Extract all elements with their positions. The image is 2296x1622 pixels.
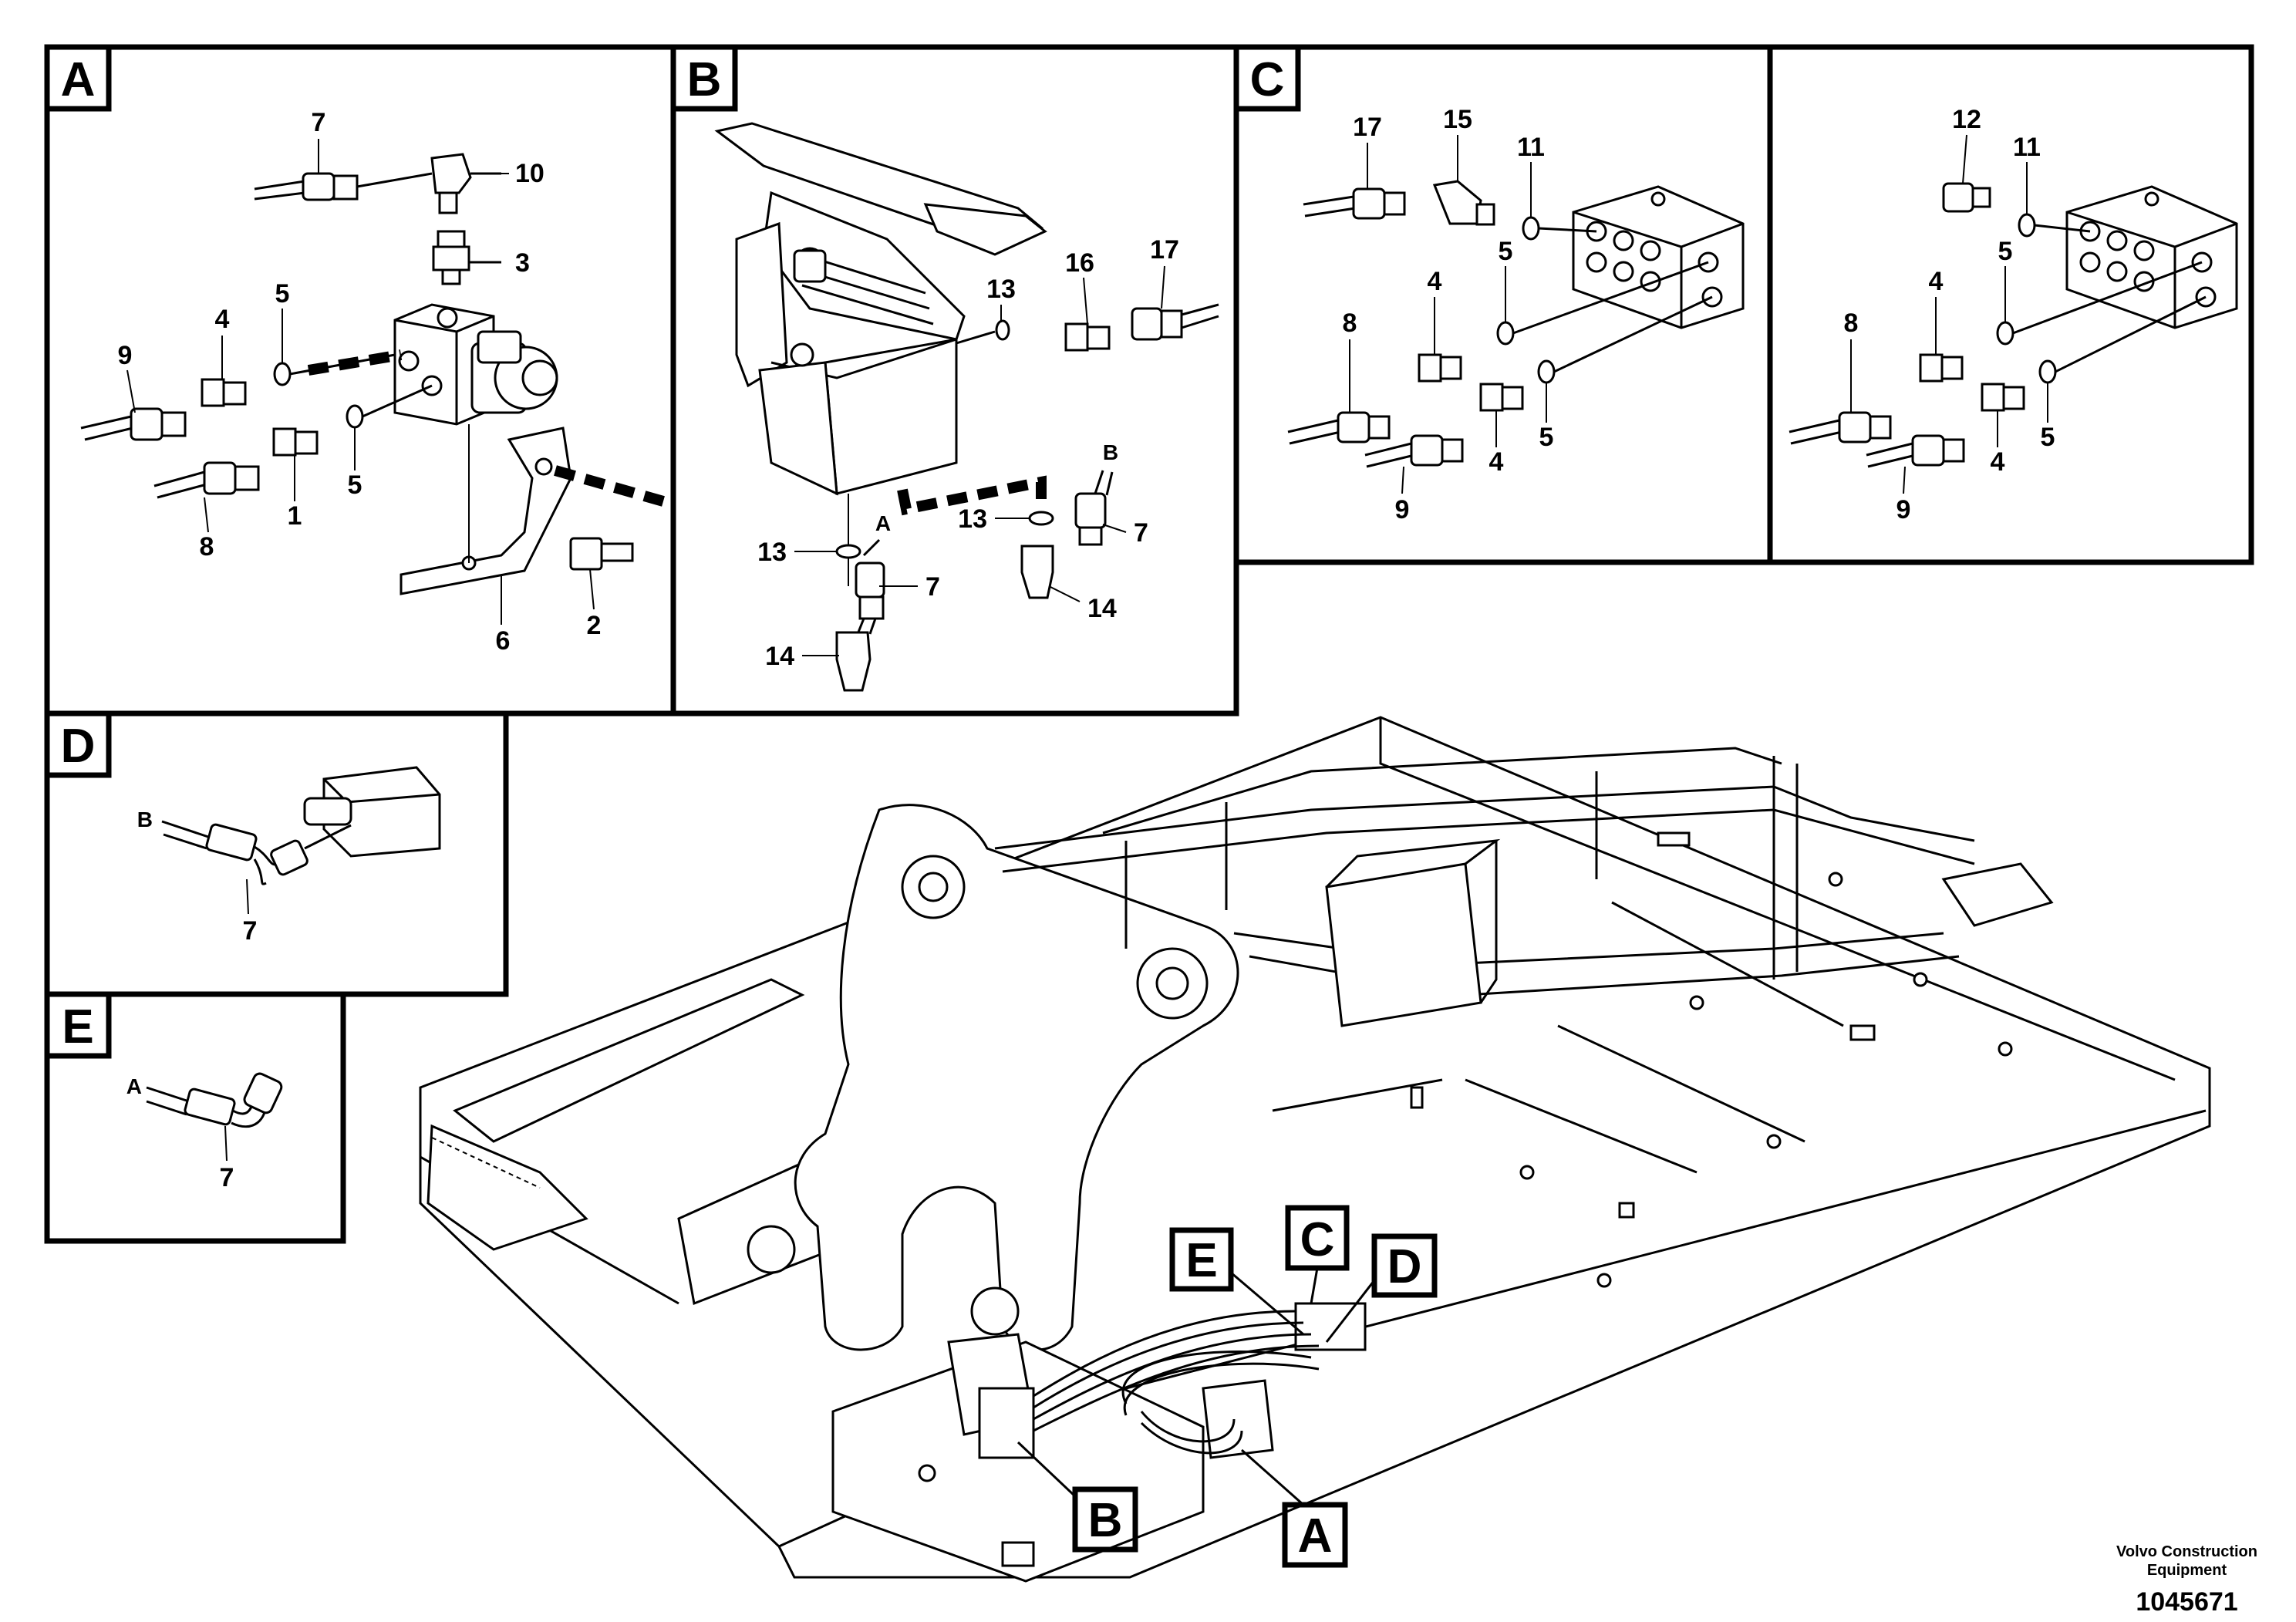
panel-c: C — [1233, 44, 1773, 565]
callout-c2-5-top: 5 — [1998, 237, 2013, 266]
letter-d-b: B — [137, 808, 153, 831]
callout-a-2: 2 — [587, 611, 602, 640]
panel-b: B — [670, 44, 1239, 717]
svg-text:A: A — [1298, 1509, 1333, 1563]
overview-badge-c[interactable]: C — [1285, 1205, 1350, 1304]
callout-e-7: 7 — [220, 1163, 234, 1192]
overview-badge-d[interactable]: D — [1325, 1233, 1438, 1343]
callout-a-1: 1 — [288, 501, 302, 531]
panel-c-badge: C — [1250, 53, 1285, 106]
svg-text:D: D — [1387, 1240, 1422, 1293]
callout-a-9: 9 — [118, 341, 133, 370]
callout-c-17: 17 — [1353, 113, 1382, 142]
callout-b-17: 17 — [1150, 235, 1179, 265]
callout-a-5-bottom: 5 — [348, 470, 362, 500]
callout-b-14-left: 14 — [765, 642, 794, 671]
footer-brand-block: Volvo Construction Equipment 1045671 — [2116, 1543, 2257, 1617]
brand-name-line1: Volvo Construction — [2116, 1543, 2257, 1560]
panel-e: E A 7 — [44, 991, 346, 1244]
callout-b-7-right: 7 — [1134, 518, 1148, 548]
callout-c2-4-top: 4 — [1929, 267, 1944, 296]
panel-d: D B 7 — [44, 710, 509, 997]
panel-a: A — [44, 44, 676, 717]
callout-d-7: 7 — [243, 916, 258, 946]
brand-name-line2: Equipment — [2146, 1562, 2227, 1579]
callout-b-13-top: 13 — [986, 275, 1016, 304]
callout-c2-11: 11 — [2013, 133, 2041, 162]
callout-b-13-right: 13 — [958, 504, 987, 534]
panel-b-badge: B — [687, 53, 722, 106]
svg-text:B: B — [1088, 1494, 1123, 1547]
excavator-frame-overview — [419, 716, 2211, 1583]
callout-b-16: 16 — [1065, 248, 1094, 278]
overview-badge-e[interactable]: E — [1169, 1227, 1304, 1336]
callout-c2-9: 9 — [1896, 495, 1911, 524]
letter-b-b: B — [1103, 440, 1118, 464]
letter-e-a: A — [126, 1074, 142, 1098]
callout-a-5-top: 5 — [275, 279, 290, 309]
panel-e-badge: E — [62, 1000, 93, 1054]
callout-b-7-left: 7 — [925, 572, 940, 602]
callout-c2-5-bottom: 5 — [2041, 423, 2055, 452]
callout-c-4-bottom: 4 — [1489, 447, 1504, 477]
callout-a-6: 6 — [496, 626, 511, 656]
callout-a-10: 10 — [515, 159, 544, 188]
callout-c-9: 9 — [1395, 495, 1410, 524]
panel-d-badge: D — [61, 720, 96, 773]
callout-a-7: 7 — [312, 108, 326, 137]
svg-text:C: C — [1300, 1213, 1335, 1266]
letter-b-a: A — [875, 511, 891, 535]
overview-badge-b[interactable]: B — [1017, 1441, 1138, 1553]
callout-a-4: 4 — [215, 305, 230, 334]
callout-c-8: 8 — [1343, 309, 1357, 338]
panel-a-badge: A — [61, 53, 96, 106]
svg-text:E: E — [1185, 1234, 1217, 1287]
callout-c-5-top: 5 — [1499, 237, 1513, 266]
callout-c-15: 15 — [1443, 105, 1472, 134]
overview-badge-a[interactable]: A — [1241, 1448, 1348, 1568]
callout-a-3: 3 — [515, 248, 530, 278]
callout-c2-8: 8 — [1844, 309, 1859, 338]
callout-c2-12: 12 — [1952, 105, 1981, 134]
callout-a-8: 8 — [200, 532, 214, 561]
callout-c-5-bottom: 5 — [1539, 423, 1554, 452]
callout-c-4-top: 4 — [1428, 267, 1442, 296]
callout-b-14-right: 14 — [1087, 594, 1117, 623]
panel-c-alternative: 12 11 5 4 8 9 4 5 — [1767, 44, 2254, 565]
callout-c-11: 11 — [1517, 133, 1545, 162]
illustration-number: 1045671 — [2136, 1587, 2238, 1617]
callout-b-13-left: 13 — [757, 538, 787, 567]
callout-c2-4-bottom: 4 — [1991, 447, 2005, 477]
